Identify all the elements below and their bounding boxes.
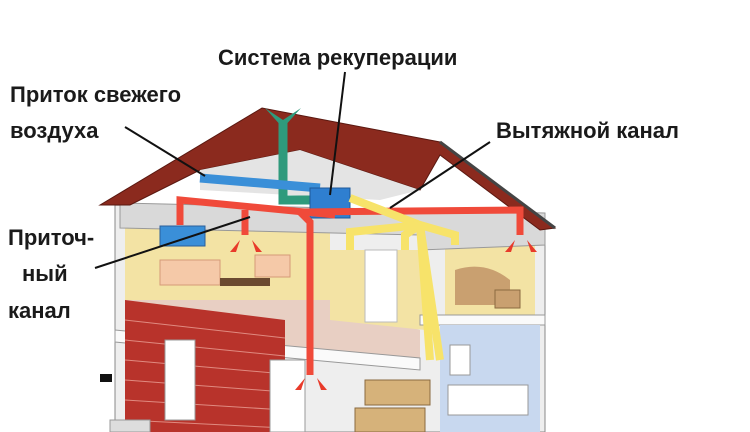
door [364, 249, 398, 323]
window [159, 225, 206, 247]
exhaust-leader-line [389, 141, 491, 209]
brick-pattern [124, 319, 286, 429]
front-door [164, 339, 196, 421]
bathtub [447, 384, 529, 416]
supply-arrows [230, 240, 537, 390]
label-supply-duct-line3: канал [8, 298, 71, 323]
outlet-duct [265, 108, 320, 205]
sofa [159, 259, 221, 286]
roof-vent-icon [265, 108, 301, 128]
label-recuperation-system: Система рекуперации [218, 45, 457, 70]
label-fresh-air-line1: Приток свежего [10, 82, 181, 107]
fresh-air-duct [199, 173, 321, 193]
label-fresh-air-line2: воздуха [10, 118, 99, 143]
toilet [449, 344, 471, 376]
supply-duct [176, 196, 524, 375]
label-exhaust-duct: Вытяжной канал [496, 118, 679, 143]
armchair [254, 254, 291, 278]
nightstand [494, 289, 521, 309]
brick-wall [125, 300, 285, 432]
label-supply-duct-line1: Приточ- [8, 225, 94, 250]
bathroom-wall [440, 325, 540, 432]
house-body [100, 202, 546, 432]
recuperation-leader-line [329, 71, 346, 196]
roof [98, 107, 557, 231]
fresh-air-leader-line [124, 126, 206, 177]
coffee-table [220, 278, 270, 286]
supply-leader-line [94, 216, 251, 269]
inner-door [269, 359, 306, 432]
exhaust-duct [346, 194, 459, 361]
attic-space [200, 150, 420, 200]
kitchen-cabinets [364, 379, 431, 406]
label-supply-duct-line2: ный [22, 261, 68, 286]
steps [109, 419, 151, 432]
